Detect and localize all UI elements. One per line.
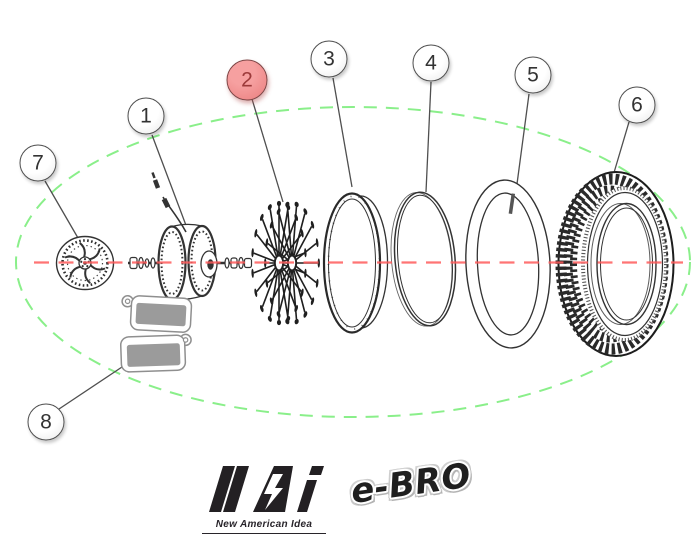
assembly-boundary-ellipse <box>15 106 691 418</box>
leader-6 <box>612 121 630 177</box>
nai-logo: New American Idea <box>202 464 326 534</box>
callout-1[interactable]: 1 <box>127 97 165 135</box>
lightning-bolt-icon <box>264 474 283 510</box>
part-tire <box>555 171 675 357</box>
callout-7[interactable]: 7 <box>19 144 57 182</box>
leader-2 <box>251 98 284 203</box>
leader-8 <box>58 366 123 410</box>
leader-3 <box>332 77 353 188</box>
callout-3[interactable]: 3 <box>310 40 348 78</box>
callout-6[interactable]: 6 <box>618 86 656 124</box>
callout-2[interactable]: 2 <box>226 59 268 101</box>
part-hub-motor <box>128 172 253 301</box>
part-brake-pads <box>119 295 193 373</box>
callout-5[interactable]: 5 <box>514 56 552 94</box>
leader-7 <box>44 180 79 239</box>
leader-5 <box>516 93 530 185</box>
nai-logo-mark <box>209 466 324 512</box>
nai-tagline: New American Idea <box>202 519 326 534</box>
leader-1 <box>151 134 188 229</box>
leader-4 <box>425 81 432 193</box>
leader-lines <box>44 77 630 410</box>
callout-8[interactable]: 8 <box>27 403 65 441</box>
part-inner-tube <box>465 179 551 349</box>
callout-4[interactable]: 4 <box>412 44 450 82</box>
part-rim-strip <box>390 191 457 327</box>
